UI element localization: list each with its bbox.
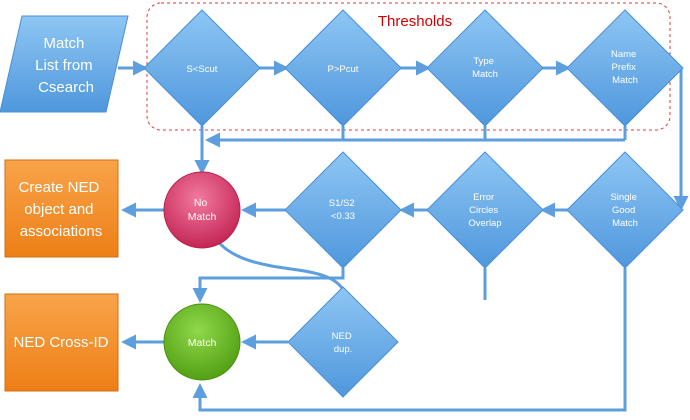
decision-name-prefix-match: Name Prefix Match [566, 9, 684, 127]
svg-text:Name Prefix Match: Name Prefix Match [611, 49, 639, 86]
match-outcome: Match [163, 303, 241, 381]
no-match-outcome: No Match [163, 171, 241, 249]
svg-text:Match: Match [188, 337, 217, 349]
arrow-name-prefix-to-single-good [679, 68, 683, 207]
svg-text:Type Match: Type Match [472, 56, 498, 80]
svg-text:Single Good Match: Single Good Match [610, 192, 639, 229]
svg-text:NED dup.: NED dup. [332, 331, 355, 355]
decision-s-scut: S<Scut [143, 9, 261, 127]
thresholds-label: Thresholds [378, 13, 452, 30]
svg-text:S1/S2 <0.33: S1/S2 <0.33 [329, 198, 358, 222]
svg-text:S<Scut: S<Scut [187, 64, 218, 75]
decision-ned-dup: NED dup. [287, 286, 399, 398]
svg-text:P>Pcut: P>Pcut [328, 64, 359, 75]
arrow-single-good-to-match [192, 268, 627, 412]
connectors [118, 60, 689, 412]
decision-error-circles-overlap: Error Circles Overlap [426, 151, 544, 269]
ned-cross-id-box: NED Cross-ID [4, 293, 119, 392]
arrow-no-match-to-ned-dup [212, 235, 344, 289]
svg-text:Create NED object and: Create NED object and associations [18, 179, 103, 240]
decision-type-match: Type Match [426, 9, 544, 127]
decision-p-pcut: P>Pcut [284, 9, 402, 127]
arrow-s1s2-to-match [192, 268, 345, 303]
decision-single-good-match: Single Good Match [566, 151, 684, 269]
create-ned-object-box: Create NED object and associations [4, 159, 119, 258]
match-list-input-label: Match List from Csearch [35, 35, 97, 96]
match-list-input: Match List from Csearch [0, 15, 129, 113]
svg-text:NED Cross-ID: NED Cross-ID [13, 334, 108, 351]
svg-text:No Match: No Match [188, 197, 217, 223]
decision-s1-s2: S1/S2 <0.33 [284, 151, 402, 269]
svg-text:Error Circles Over: Error Circles Overlap [468, 192, 501, 229]
